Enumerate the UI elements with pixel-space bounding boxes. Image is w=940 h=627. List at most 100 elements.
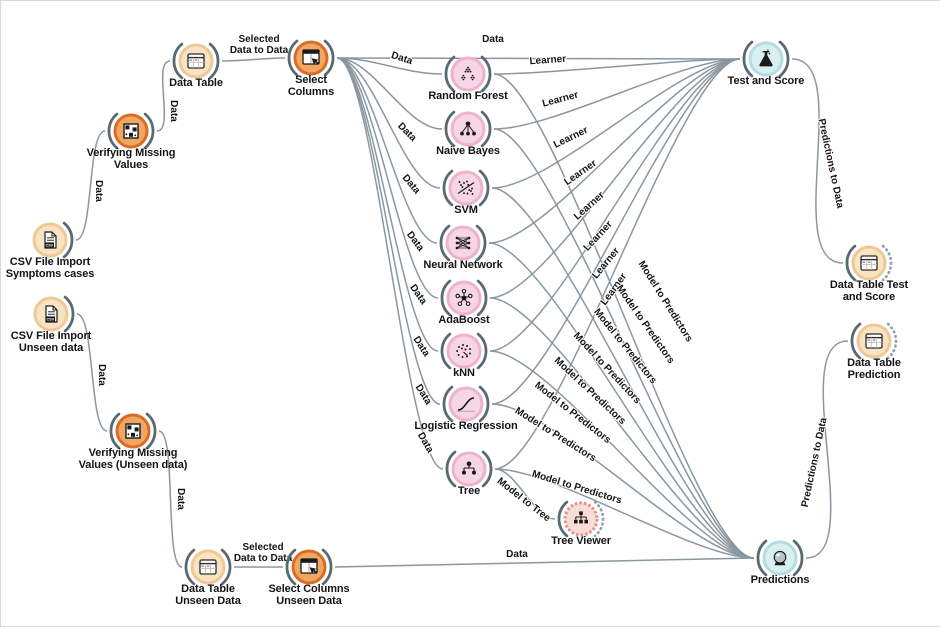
output-arc bbox=[323, 39, 335, 77]
edge-adaboost-predictions[interactable] bbox=[489, 297, 755, 559]
node-verify-missing-unseen[interactable]: Verifying Missing Values (Unseen data) bbox=[79, 406, 187, 471]
input-arc bbox=[742, 40, 754, 78]
node-label: Neural Network bbox=[423, 259, 503, 271]
edge-verify-missing-data-table[interactable] bbox=[156, 60, 171, 132]
edge-select-columns-test-and-score[interactable] bbox=[336, 57, 741, 60]
edge-label: Data bbox=[506, 549, 528, 560]
node-naive-bayes[interactable]: Naive Bayes bbox=[436, 104, 500, 157]
output-arc bbox=[593, 500, 605, 538]
edge-knn-test-and-score[interactable] bbox=[489, 58, 741, 352]
edge-predictions-data-table-prediction[interactable] bbox=[805, 340, 849, 559]
node-tree[interactable]: Tree bbox=[437, 444, 501, 497]
edge-csv-symptoms-verify-missing[interactable] bbox=[75, 130, 106, 241]
edge-select-columns-logistic-regression[interactable] bbox=[336, 57, 441, 405]
edge-knn-predictions[interactable] bbox=[489, 350, 755, 559]
svg-text:CSV: CSV bbox=[47, 318, 55, 322]
random-forest-icon bbox=[461, 66, 475, 81]
data-table-icon bbox=[860, 255, 878, 271]
output-arc bbox=[145, 412, 157, 450]
edge-label: Data bbox=[93, 180, 104, 202]
node-label: Predictions bbox=[750, 574, 810, 586]
edge-csv-unseen-verify-missing-unseen[interactable] bbox=[76, 313, 108, 432]
node-data-table-unseen[interactable]: Data Table Unseen Data bbox=[175, 542, 241, 607]
node-label: Data Table Test and Score bbox=[829, 279, 909, 304]
node-label: Select Columns Unseen Data bbox=[268, 583, 350, 608]
output-arc bbox=[792, 539, 804, 577]
node-knn[interactable]: kNN bbox=[432, 326, 496, 379]
input-arc bbox=[439, 224, 451, 262]
node-random-forest[interactable]: Random Forest bbox=[428, 49, 508, 102]
input-arc bbox=[109, 412, 121, 450]
input-arc bbox=[287, 39, 299, 77]
edge-logistic-regression-test-and-score[interactable] bbox=[491, 58, 741, 405]
node-data-table-test-score[interactable]: Data Table Test and Score bbox=[830, 238, 908, 303]
node-logistic-regression[interactable]: Logistic Regression bbox=[414, 379, 518, 432]
node-neural-network[interactable]: Neural Network bbox=[423, 218, 503, 271]
edge-test-and-score-data-table-test-score[interactable] bbox=[791, 58, 844, 264]
edge-select-columns-neural-network[interactable] bbox=[336, 57, 438, 244]
edge-random-forest-test-and-score[interactable] bbox=[493, 58, 741, 75]
edge-neural-network-predictions[interactable] bbox=[488, 242, 755, 559]
output-arc bbox=[480, 110, 492, 148]
output-arc bbox=[478, 385, 490, 423]
edge-svm-predictions[interactable] bbox=[491, 187, 755, 559]
edge-label: Learner bbox=[529, 54, 566, 68]
edge-logistic-regression-predictions[interactable] bbox=[491, 403, 755, 559]
edge-label: Data bbox=[175, 488, 186, 510]
node-svm[interactable]: SVM bbox=[434, 163, 498, 216]
output-arc bbox=[478, 169, 490, 207]
node-select-columns[interactable]: Select Columns bbox=[279, 33, 343, 98]
edge-select-columns-adaboost[interactable] bbox=[336, 57, 439, 299]
output-arc bbox=[480, 55, 492, 93]
logistic-regression-icon bbox=[457, 397, 475, 412]
edge-select-columns-random-forest[interactable] bbox=[336, 57, 443, 75]
node-label: Logistic Regression bbox=[414, 420, 518, 432]
output-arc bbox=[476, 279, 488, 317]
node-circle bbox=[450, 56, 486, 92]
node-adaboost[interactable]: AdaBoost bbox=[432, 273, 496, 326]
edge-verify-missing-unseen-data-table-unseen[interactable] bbox=[158, 430, 183, 568]
node-label: Tree bbox=[457, 485, 481, 497]
input-arc bbox=[445, 450, 457, 488]
edge-select-columns-unseen-predictions[interactable] bbox=[334, 557, 755, 568]
node-data-table[interactable]: Data Table bbox=[164, 36, 228, 89]
edge-adaboost-test-and-score[interactable] bbox=[489, 58, 741, 299]
edge-random-forest-predictions[interactable] bbox=[493, 73, 755, 559]
edge-naive-bayes-test-and-score[interactable] bbox=[493, 58, 741, 130]
edge-select-columns-tree[interactable] bbox=[336, 57, 444, 470]
node-label: Data Table bbox=[169, 77, 223, 89]
edge-tree-test-and-score[interactable] bbox=[494, 58, 741, 470]
tree-icon bbox=[462, 461, 476, 475]
edge-select-columns-knn[interactable] bbox=[336, 57, 439, 352]
output-arc bbox=[475, 224, 487, 262]
edge-svm-test-and-score[interactable] bbox=[491, 58, 741, 189]
input-arc bbox=[172, 42, 184, 80]
node-label: Random Forest bbox=[428, 90, 508, 102]
edge-tree-tree-viewer[interactable] bbox=[494, 468, 556, 520]
edge-select-columns-naive-bayes[interactable] bbox=[336, 57, 443, 130]
csv-file-icon: CSV bbox=[45, 305, 58, 323]
edge-data-table-select-columns[interactable] bbox=[221, 57, 286, 62]
output-arc bbox=[778, 40, 790, 78]
edge-tree-predictions[interactable] bbox=[494, 468, 755, 559]
output-arc bbox=[62, 221, 74, 259]
edge-naive-bayes-predictions[interactable] bbox=[493, 128, 755, 559]
node-label: Tree Viewer bbox=[551, 535, 611, 547]
edge-neural-network-test-and-score[interactable] bbox=[488, 58, 741, 244]
missing-values-icon bbox=[123, 123, 139, 139]
edge-label: Data bbox=[482, 34, 504, 45]
output-arc bbox=[143, 112, 155, 150]
edge-select-columns-svm[interactable] bbox=[336, 57, 441, 189]
node-select-columns-unseen[interactable]: Select Columns Unseen Data bbox=[268, 542, 350, 607]
node-predictions[interactable]: Predictions bbox=[748, 533, 812, 586]
csv-file-icon: CSV bbox=[44, 231, 57, 249]
node-test-and-score[interactable]: Test and Score bbox=[728, 34, 804, 87]
node-verify-missing[interactable]: Verifying Missing Values bbox=[87, 106, 175, 171]
node-tree-viewer[interactable]: Tree Viewer bbox=[549, 494, 613, 547]
node-data-table-prediction[interactable]: Data Table Prediction bbox=[842, 316, 906, 381]
